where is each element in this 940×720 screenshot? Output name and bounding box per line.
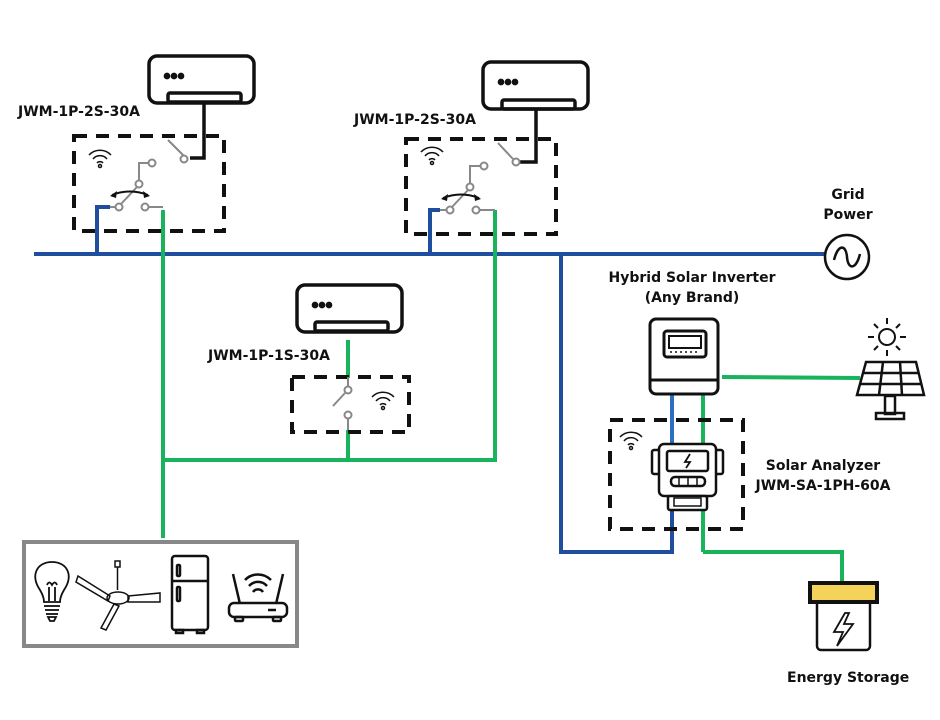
light-bulb-icon — [34, 561, 70, 622]
ac-unit-right-icon — [481, 60, 590, 164]
switch-left-label: JWM-1P-2S-30A — [18, 104, 140, 120]
hybrid-inverter-icon — [648, 317, 720, 396]
relay-contacts-left — [110, 139, 189, 212]
switch-box-right — [404, 137, 558, 236]
wifi-icon — [619, 431, 643, 451]
inverter-label-line1: Hybrid Solar Inverter — [608, 270, 776, 286]
refrigerator-icon — [170, 554, 210, 635]
grid-source-icon — [823, 233, 871, 281]
energy-meter-icon — [650, 442, 725, 512]
battery-icon — [808, 581, 879, 652]
ac-unit-left-icon — [147, 54, 256, 160]
grid-label-line1: Grid — [831, 187, 865, 203]
solar-panel-icon — [855, 360, 926, 421]
grid-drop-right — [428, 208, 440, 254]
analyzer-label: Solar Analyzer JWM-SA-1PH-60A — [748, 458, 898, 494]
switch-box-left — [72, 134, 226, 233]
relay-contacts-right — [440, 142, 521, 215]
wifi-router-icon — [227, 573, 289, 623]
grid-to-analyzer — [559, 254, 674, 554]
inverter-to-battery-b — [703, 550, 844, 585]
grid-drop-left — [95, 205, 110, 254]
relay-contact-single — [332, 377, 353, 430]
switch-right-label: JWM-1P-2S-30A — [354, 112, 476, 128]
solar-to-inverter — [721, 375, 861, 380]
wifi-icon — [420, 146, 444, 166]
analyzer-label-line1: Solar Analyzer — [765, 458, 881, 474]
backup-right-drop — [163, 210, 497, 462]
inverter-label: Hybrid Solar Inverter (Any Brand) — [592, 270, 792, 306]
analyzer-label-line2: JWM-SA-1PH-60A — [755, 478, 891, 494]
ceiling-fan-icon — [75, 560, 161, 631]
grid-label-line2: Power — [823, 207, 873, 223]
ac-unit-middle-icon — [295, 283, 404, 334]
solar-analyzer-box — [608, 418, 745, 531]
household-loads-box — [22, 540, 299, 648]
wifi-icon — [371, 391, 395, 411]
energy-storage-label: Energy Storage — [787, 670, 910, 686]
switch-single-label: JWM-1P-1S-30A — [208, 348, 330, 364]
grid-power-label: Grid Power — [818, 187, 878, 223]
switch-box-single — [290, 375, 411, 434]
sun-icon — [868, 318, 906, 356]
inverter-label-line2: (Any Brand) — [644, 290, 740, 306]
backup-bus — [161, 210, 861, 585]
wifi-icon — [88, 149, 112, 169]
